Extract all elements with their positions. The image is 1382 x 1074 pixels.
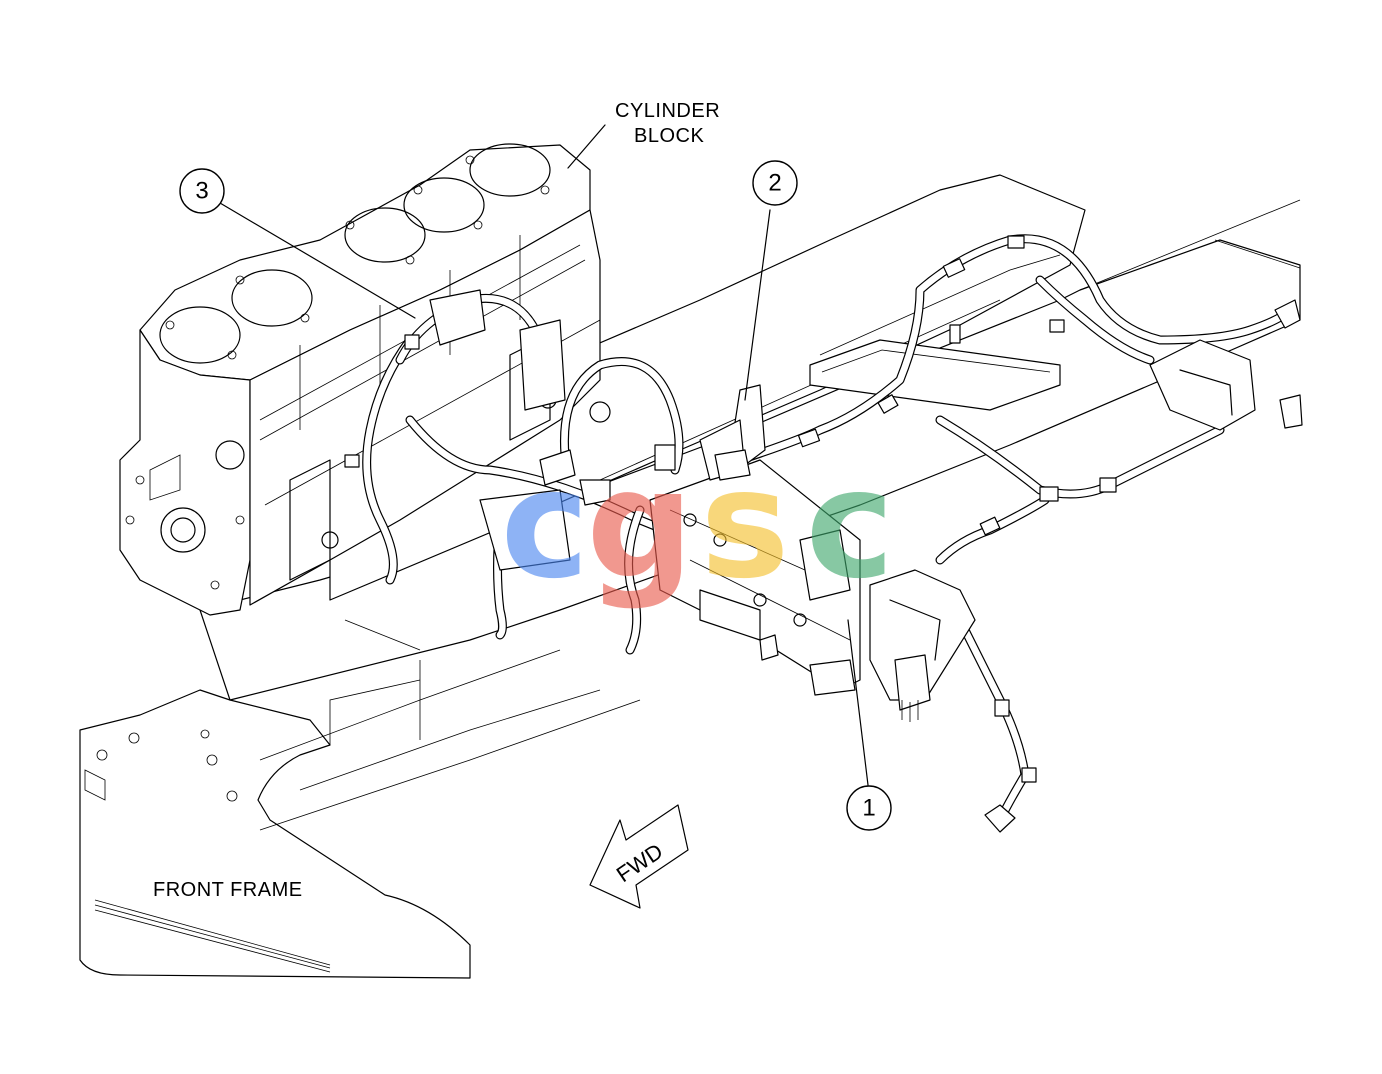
- watermark: c g s c: [501, 438, 895, 612]
- callout-2-circle: [752, 160, 798, 206]
- front-frame: [79, 689, 471, 979]
- fwd-arrow: FWD: [589, 804, 689, 909]
- leader-line-1: [847, 619, 869, 786]
- leader-line-2: [744, 209, 771, 401]
- leader-line-cylinder-block: [567, 124, 606, 169]
- callout-2-number: 2: [768, 170, 781, 197]
- watermark-letter-c2: c: [806, 438, 895, 612]
- leader-lines: [219, 124, 869, 786]
- callout-1: 1: [846, 785, 892, 831]
- callout-1-number: 1: [862, 795, 875, 822]
- callout-3-number: 3: [195, 178, 208, 205]
- cylinder-block-label-line2: BLOCK: [634, 125, 704, 147]
- callout-3: 3: [179, 168, 225, 214]
- callout-3-circle: [179, 168, 225, 214]
- callout-1-circle: [846, 785, 892, 831]
- watermark-letter-c1: c: [501, 438, 590, 612]
- leader-line-3: [219, 202, 416, 319]
- watermark-letter-g: g: [586, 438, 693, 612]
- wiring-harness: [344, 234, 1303, 833]
- front-frame-label: FRONT FRAME: [153, 879, 303, 901]
- watermark-letter-s: s: [700, 438, 789, 612]
- callout-2: 2: [752, 160, 798, 206]
- cylinder-block-label-line1: CYLINDER: [615, 100, 720, 122]
- module-bracket: [429, 289, 1256, 722]
- fwd-arrow-icon: [589, 804, 689, 909]
